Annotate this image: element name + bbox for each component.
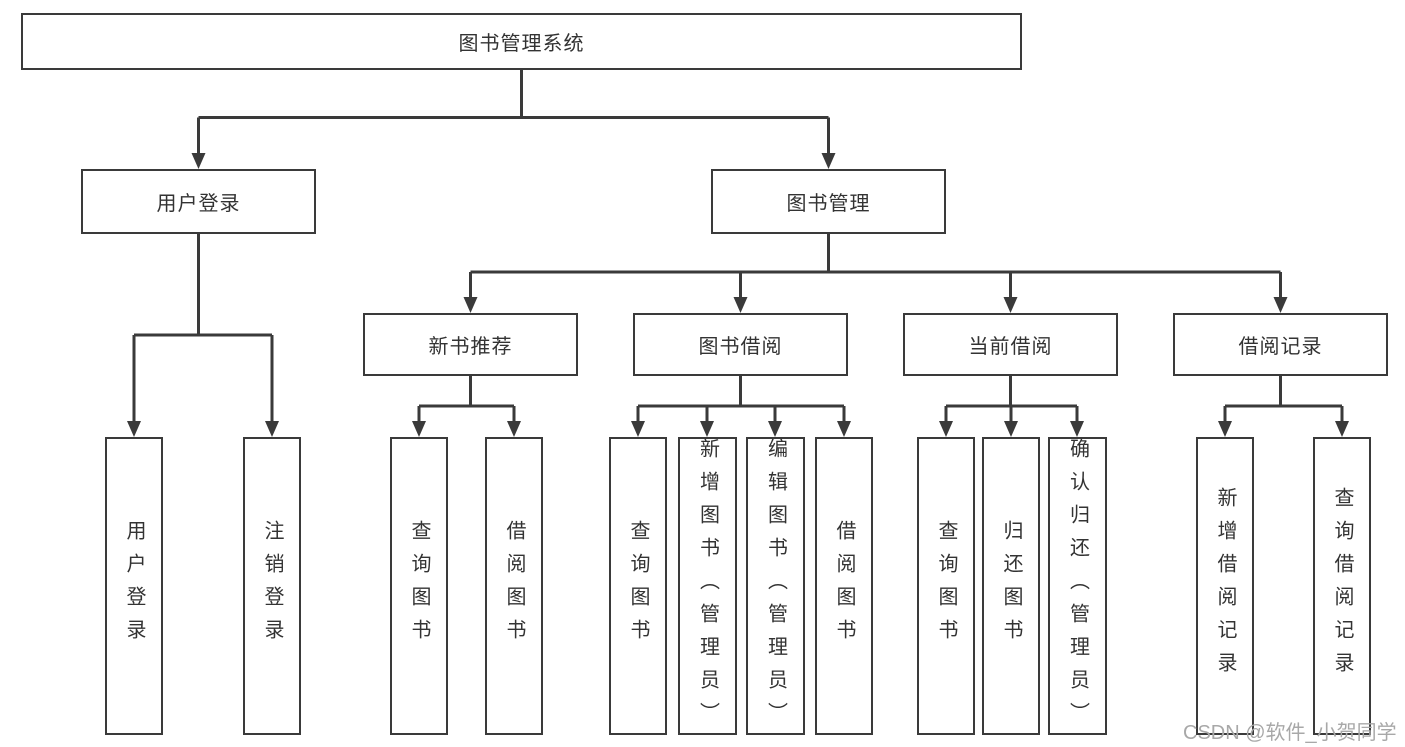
leaf-return-book-label: 归还图书: [1000, 520, 1022, 652]
node-root: 图书管理系统: [21, 13, 1022, 70]
node-user-login: 用户登录: [81, 169, 316, 234]
edge-current-borrow-to-leaves: [939, 376, 1084, 437]
leaf-return-book: 归还图书: [982, 437, 1040, 735]
node-root-label: 图书管理系统: [458, 33, 585, 55]
leaf-add-borrow-record: 新增借阅记录: [1196, 437, 1254, 735]
leaf-add-book-admin-label: 新增图书（管理员）: [696, 437, 719, 735]
edge-new-book-recommend-to-leaves: [412, 376, 521, 437]
leaf-borrow-query-book-label: 查询图书: [627, 520, 649, 652]
edge-book-management-to-level3: [463, 234, 1288, 313]
leaf-current-query-book-label: 查询图书: [935, 520, 957, 652]
leaf-borrow-book-label: 借阅图书: [833, 520, 855, 652]
edge-book-borrow-to-leaves: [631, 376, 851, 437]
node-new-book-recommend-label: 新书推荐: [428, 336, 513, 358]
node-new-book-recommend: 新书推荐: [363, 313, 578, 376]
node-user-login-label: 用户登录: [156, 193, 241, 215]
node-book-management-label: 图书管理: [786, 193, 871, 215]
leaf-recommend-query-book: 查询图书: [390, 437, 448, 735]
leaf-recommend-query-book-label: 查询图书: [408, 520, 430, 652]
leaf-edit-book-admin-label: 编辑图书（管理员）: [764, 437, 787, 735]
leaf-current-query-book: 查询图书: [917, 437, 975, 735]
node-book-borrow-label: 图书借阅: [698, 336, 783, 358]
leaf-borrow-query-book: 查询图书: [609, 437, 667, 735]
leaf-borrow-book: 借阅图书: [815, 437, 873, 735]
edge-root-to-level2: [191, 70, 836, 169]
leaf-user-login-label: 用户登录: [123, 520, 145, 652]
leaf-query-borrow-record: 查询借阅记录: [1313, 437, 1371, 735]
node-borrow-records-label: 借阅记录: [1238, 336, 1323, 358]
leaf-add-borrow-record-label: 新增借阅记录: [1214, 487, 1236, 685]
node-book-management: 图书管理: [711, 169, 946, 234]
node-borrow-records: 借阅记录: [1173, 313, 1388, 376]
leaf-edit-book-admin: 编辑图书（管理员）: [746, 437, 805, 735]
leaf-recommend-borrow-book-label: 借阅图书: [503, 520, 525, 652]
leaf-user-login: 用户登录: [105, 437, 163, 735]
leaf-confirm-return-admin: 确认归还（管理员）: [1048, 437, 1107, 735]
csdn-watermark: CSDN @软件_小贺同学: [1183, 722, 1397, 744]
leaf-logout-label: 注销登录: [261, 520, 283, 652]
leaf-confirm-return-admin-label: 确认归还（管理员）: [1066, 437, 1089, 735]
node-current-borrow-label: 当前借阅: [968, 336, 1053, 358]
leaf-query-borrow-record-label: 查询借阅记录: [1331, 487, 1353, 685]
leaf-recommend-borrow-book: 借阅图书: [485, 437, 543, 735]
leaf-add-book-admin: 新增图书（管理员）: [678, 437, 737, 735]
leaf-logout: 注销登录: [243, 437, 301, 735]
edge-borrow-records-to-leaves: [1218, 376, 1349, 437]
node-current-borrow: 当前借阅: [903, 313, 1118, 376]
edge-user-login-to-leaves: [127, 234, 279, 437]
node-book-borrow: 图书借阅: [633, 313, 848, 376]
